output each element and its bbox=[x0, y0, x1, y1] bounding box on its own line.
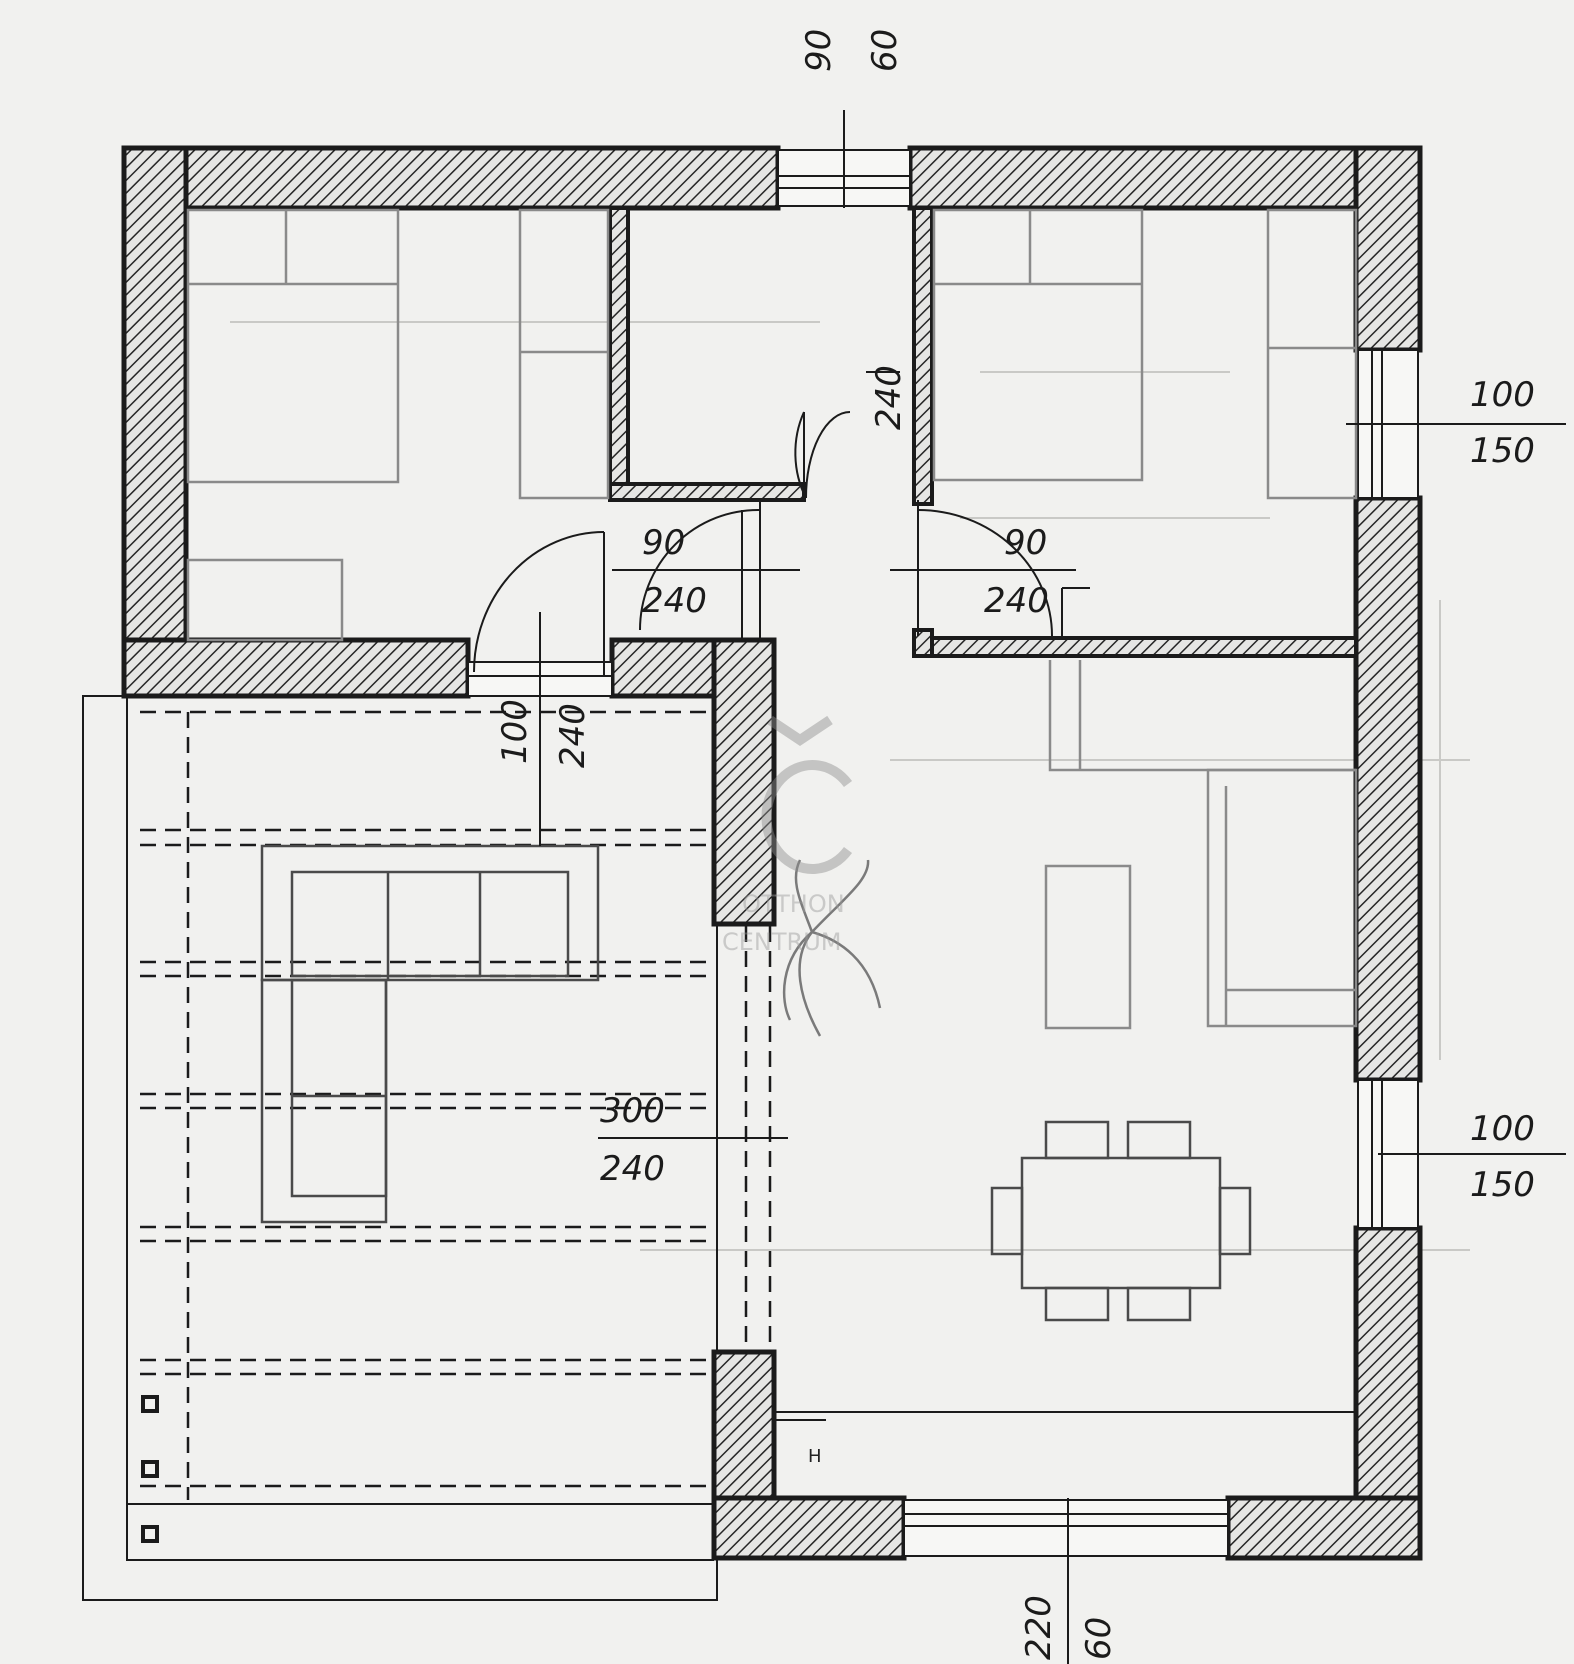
window-bottom bbox=[903, 1499, 1229, 1557]
dim-right-window-upper-top: 100 bbox=[1470, 375, 1535, 415]
dining-table bbox=[990, 1120, 1252, 1322]
kitchen-island bbox=[1044, 864, 1132, 1030]
kitchen-counter bbox=[1048, 660, 1358, 1028]
wall-bottom-left bbox=[711, 1495, 907, 1561]
plant bbox=[782, 859, 882, 1037]
wall-top-left bbox=[121, 145, 781, 211]
dim-living-opening-bottom: 240 bbox=[600, 1149, 665, 1189]
dimension-labels: 90 60 240 100 150 90 240 90 240 100 240 … bbox=[495, 29, 1535, 1660]
door-bathroom bbox=[794, 411, 851, 499]
wall-top-right bbox=[907, 145, 1423, 211]
watermark: OTTHON CENTRUM bbox=[722, 715, 853, 956]
dim-top-opening: 90 60 bbox=[799, 29, 905, 72]
partition-bath-left bbox=[608, 206, 630, 500]
wall-bottom-right bbox=[1225, 1495, 1423, 1561]
dim-bathroom-door: 240 bbox=[869, 365, 909, 430]
dim-bedroom2-door: 90 240 bbox=[984, 523, 1049, 621]
sofa bbox=[260, 844, 600, 1224]
door-bedroom1 bbox=[473, 531, 605, 676]
door-bedroom2 bbox=[917, 500, 1053, 637]
wall-right-middle bbox=[1353, 495, 1423, 1083]
wall-bedroom1-bottom bbox=[121, 637, 471, 699]
dim-terrace-door-top: 100 bbox=[495, 699, 535, 764]
dim-living-opening-top: 300 bbox=[600, 1091, 665, 1131]
dim-living-opening: 300 240 bbox=[600, 1091, 665, 1189]
dim-bottom-window-bottom: 60 bbox=[1079, 1617, 1119, 1660]
watermark-line1: OTTHON bbox=[742, 890, 845, 918]
dim-bedroom1-door: 90 240 bbox=[642, 523, 707, 621]
dim-bottom-window: 220 60 bbox=[1019, 1595, 1119, 1660]
dim-top-opening-top: 90 bbox=[799, 29, 839, 72]
dim-terrace-door: 100 240 bbox=[495, 699, 593, 768]
dim-top-opening-bottom: 60 bbox=[865, 29, 905, 72]
dim-bottom-window-top: 220 bbox=[1019, 1595, 1059, 1660]
dim-right-window-upper-bottom: 150 bbox=[1470, 431, 1535, 471]
dim-bedroom1-door-bottom: 240 bbox=[642, 581, 707, 621]
partition-stub bbox=[912, 628, 934, 658]
dim-bedroom2-door-top: 90 bbox=[1004, 523, 1047, 563]
bedroom1-desk bbox=[186, 558, 344, 642]
room-outlines bbox=[186, 207, 1356, 1421]
doors bbox=[473, 411, 1053, 676]
bedroom1-bed bbox=[186, 208, 400, 484]
terrace-posts bbox=[141, 1395, 159, 1543]
pencil-background-lines bbox=[230, 321, 1470, 1251]
dim-right-window-lower-top: 100 bbox=[1470, 1109, 1535, 1149]
bedroom2-wardrobe bbox=[1266, 208, 1358, 500]
dim-terrace-door-bottom: 240 bbox=[553, 703, 593, 768]
bedroom2-bed bbox=[932, 208, 1144, 482]
dimension-lines bbox=[539, 110, 1566, 1664]
wall-hall-pillar bbox=[711, 637, 777, 927]
partition-bedroom2-bottom bbox=[912, 636, 1358, 658]
partition-bath-right bbox=[912, 206, 934, 506]
dim-bathroom-door-top: 240 bbox=[869, 365, 909, 430]
watermark-line2: CENTRUM bbox=[722, 928, 841, 956]
room-marker: H bbox=[808, 1446, 822, 1467]
watermark-logo-icon bbox=[761, 715, 853, 874]
bedroom1-wardrobe bbox=[518, 208, 610, 500]
dim-right-window-lower-bottom: 150 bbox=[1470, 1165, 1535, 1205]
wall-right-upper bbox=[1353, 145, 1423, 353]
dim-right-window-upper: 100 150 bbox=[1470, 375, 1535, 471]
wall-left bbox=[121, 145, 189, 699]
dim-right-window-lower: 100 150 bbox=[1470, 1109, 1535, 1205]
partition-bath-bottom bbox=[608, 482, 806, 502]
dim-bedroom2-door-bottom: 240 bbox=[984, 581, 1049, 621]
furniture bbox=[186, 208, 1358, 1322]
dim-bedroom1-door-top: 90 bbox=[642, 523, 685, 563]
partition-walls bbox=[608, 206, 1358, 658]
